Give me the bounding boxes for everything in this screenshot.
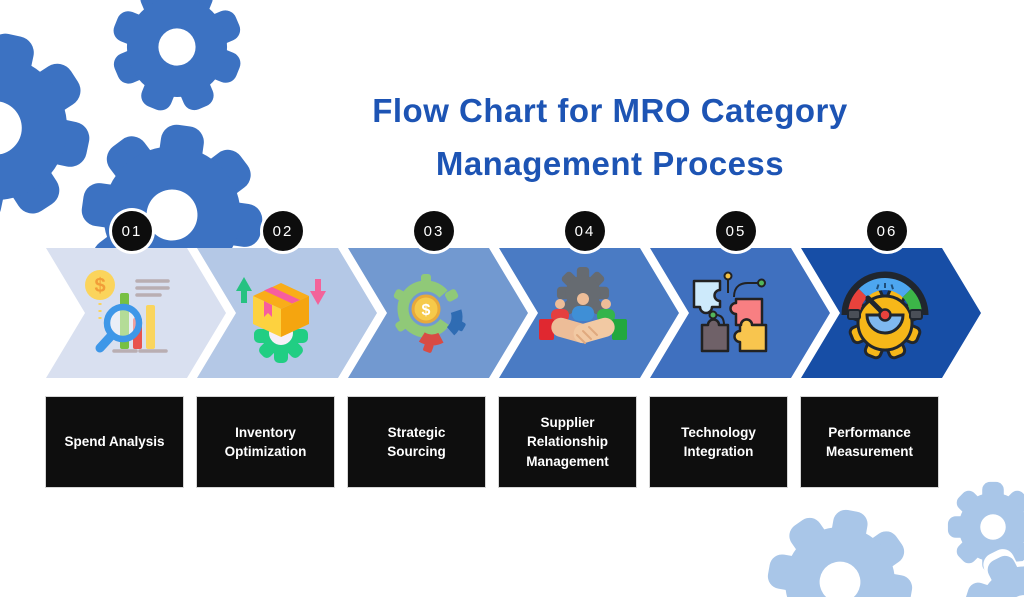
step-label-box-3: Strategic Sourcing bbox=[347, 396, 486, 488]
step-number-badge-5: 05 bbox=[716, 211, 756, 251]
chevron-step-2 bbox=[197, 248, 377, 378]
supplier-handshake-icon bbox=[539, 266, 627, 344]
svg-text:$: $ bbox=[422, 302, 431, 319]
technology-puzzle-icon bbox=[692, 271, 768, 353]
step-label-box-4: Supplier Relationship Management bbox=[498, 396, 637, 488]
spend-analysis-icon: $ bbox=[85, 270, 170, 353]
chevron-step-3: $ bbox=[348, 248, 528, 378]
page-title-line1: Flow Chart for MRO Category bbox=[372, 92, 848, 129]
step-label-box-1: Spend Analysis bbox=[45, 396, 184, 488]
step-number-1: 01 bbox=[121, 222, 143, 240]
step-number-badge-1: 01 bbox=[112, 211, 152, 251]
performance-gauge-icon bbox=[841, 271, 929, 360]
page-title: Flow Chart for MRO Category Management P… bbox=[270, 84, 950, 190]
gear-icon bbox=[57, 100, 287, 248]
svg-text:$: $ bbox=[94, 275, 105, 297]
step-label-box-2: Inventory Optimization bbox=[196, 396, 335, 488]
step-label-box-6: Performance Measurement bbox=[800, 396, 939, 488]
step-number-6: 06 bbox=[876, 222, 898, 240]
bottom-right-gears-decoration bbox=[746, 476, 1024, 597]
step-number-2: 02 bbox=[272, 222, 294, 240]
page-title-line2: Management Process bbox=[435, 145, 785, 182]
step-number-badge-3: 03 bbox=[414, 211, 454, 251]
inventory-optimization-icon bbox=[236, 277, 326, 363]
step-number-badge-6: 06 bbox=[867, 211, 907, 251]
step-label-2: Inventory Optimization bbox=[224, 424, 307, 459]
step-number-3: 03 bbox=[423, 222, 445, 240]
step-label-box-5: Technology Integration bbox=[649, 396, 788, 488]
step-label-5: Technology Integration bbox=[681, 424, 756, 459]
chevron-step-1: $ bbox=[46, 248, 226, 378]
gear-icon bbox=[0, 2, 121, 248]
chevron-step-5 bbox=[650, 248, 830, 378]
top-left-gears-decoration bbox=[0, 0, 287, 248]
step-label-1: Spend Analysis bbox=[64, 434, 165, 450]
gear-icon bbox=[746, 488, 934, 597]
step-number-badge-2: 02 bbox=[263, 211, 303, 251]
step-number-4: 04 bbox=[574, 222, 596, 240]
gear-icon bbox=[81, 0, 273, 143]
gear-icon bbox=[942, 476, 1024, 578]
step-number-badge-4: 04 bbox=[565, 211, 605, 251]
step-label-4: Supplier Relationship Management bbox=[526, 415, 609, 469]
step-number-5: 05 bbox=[725, 222, 747, 240]
step-label-6: Performance Measurement bbox=[825, 424, 914, 459]
strategic-sourcing-icon: $ bbox=[393, 274, 466, 353]
step-label-3: Strategic Sourcing bbox=[387, 424, 446, 459]
